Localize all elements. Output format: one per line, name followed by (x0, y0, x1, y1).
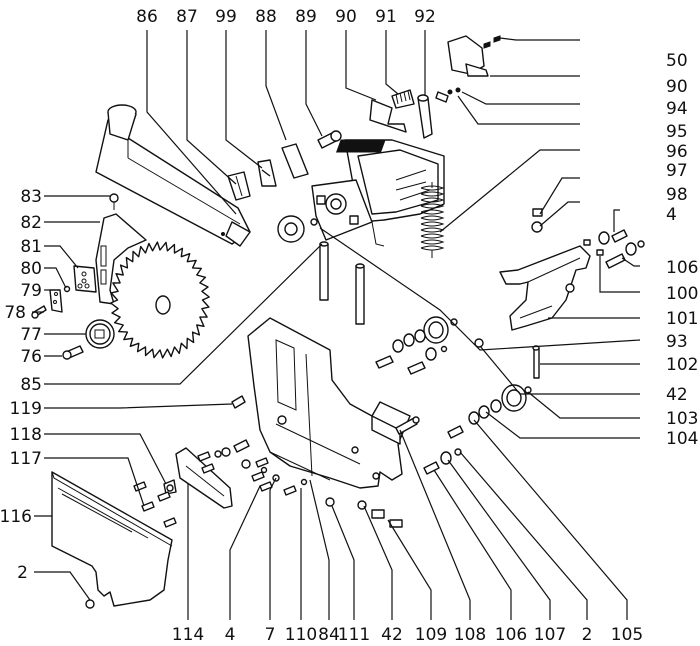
guide-rods[interactable] (319, 241, 365, 325)
callout-42-right: 42 (666, 385, 688, 405)
callout-42-bottom: 42 (381, 625, 403, 645)
callout-107: 107 (534, 625, 566, 645)
labels-bottom: 114 4 7 110 84 111 42 109 108 106 107 2 … (172, 625, 643, 645)
callout-88: 88 (255, 7, 277, 27)
callout-119: 119 (10, 399, 42, 419)
bracket-87[interactable] (227, 171, 251, 201)
clip-118[interactable] (163, 479, 177, 495)
callout-95: 95 (666, 122, 688, 142)
callout-87: 87 (176, 7, 198, 27)
bolt-83[interactable] (109, 193, 119, 210)
callout-114: 114 (172, 625, 204, 645)
callout-108: 108 (454, 625, 486, 645)
callout-104: 104 (666, 429, 698, 449)
lower-cover-116[interactable] (51, 471, 173, 607)
bolt-76[interactable] (62, 345, 84, 360)
callout-106-right: 106 (666, 258, 698, 278)
callout-93: 93 (666, 332, 688, 352)
mount-88[interactable] (281, 143, 309, 179)
terminal-91[interactable] (391, 89, 415, 109)
callout-77: 77 (20, 325, 42, 345)
callout-2-bottom: 2 (582, 625, 593, 645)
pivot-bracket-101[interactable] (499, 245, 591, 331)
flange-77[interactable] (85, 319, 115, 349)
callout-116: 116 (0, 507, 32, 527)
callout-109: 109 (415, 625, 447, 645)
nut-2-left[interactable] (85, 599, 95, 609)
callout-86: 86 (136, 7, 158, 27)
callout-101: 101 (666, 309, 698, 329)
callout-106-bottom: 106 (495, 625, 527, 645)
washer[interactable] (277, 215, 305, 243)
callout-96: 96 (666, 142, 688, 162)
upper-blade-guard[interactable] (95, 104, 251, 247)
bracket-79[interactable] (49, 289, 63, 313)
pin-102[interactable] (532, 345, 540, 379)
callout-84: 84 (318, 625, 340, 645)
callout-105: 105 (611, 625, 643, 645)
callout-102: 102 (666, 355, 698, 375)
callout-90-right: 90 (666, 77, 688, 97)
callout-100: 100 (666, 284, 698, 304)
riving-knife[interactable] (95, 213, 147, 305)
callout-78: 78 (4, 303, 26, 323)
screw-119[interactable] (231, 395, 246, 409)
pin[interactable] (583, 239, 591, 246)
callout-76: 76 (20, 347, 42, 367)
plate-81[interactable] (73, 265, 97, 293)
switch-housing[interactable] (447, 35, 501, 77)
pulley-upper[interactable] (375, 316, 458, 375)
callout-90-top: 90 (335, 7, 357, 27)
tube-92[interactable] (417, 94, 433, 139)
pin-100[interactable] (596, 249, 604, 256)
bolt-108[interactable] (395, 416, 420, 435)
callout-91: 91 (375, 7, 397, 27)
callout-110: 110 (285, 625, 317, 645)
callout-92: 92 (414, 7, 436, 27)
callout-94: 94 (666, 99, 688, 119)
callout-85: 85 (20, 375, 42, 395)
bolt-89[interactable] (317, 130, 342, 149)
callout-80: 80 (20, 259, 42, 279)
main-housing-frame[interactable] (247, 317, 411, 489)
nut-98[interactable] (531, 221, 543, 233)
callout-82: 82 (20, 213, 42, 233)
spring-clip-99[interactable] (257, 159, 277, 187)
screws-bottom[interactable] (133, 439, 403, 528)
callout-99: 99 (215, 7, 237, 27)
labels-left: 83 82 81 80 79 78 77 76 85 119 118 117 1… (0, 187, 42, 583)
cover-plate-114[interactable] (175, 447, 233, 509)
screws-lower-right[interactable] (423, 425, 464, 475)
callout-2-left: 2 (17, 563, 28, 583)
pulley-lower[interactable] (468, 338, 532, 425)
bolt-4-right[interactable] (598, 229, 628, 245)
callout-7: 7 (265, 625, 276, 645)
nut-97[interactable] (532, 208, 543, 217)
plate-90[interactable] (369, 99, 407, 133)
callout-50: 50 (666, 51, 688, 71)
callout-117: 117 (10, 449, 42, 469)
callout-98: 98 (666, 185, 688, 205)
leader-lines (32, 30, 641, 620)
saw-blade[interactable] (110, 241, 210, 359)
callout-111: 111 (338, 625, 370, 645)
labels-top: 86 87 99 88 89 90 91 92 (136, 7, 436, 27)
callout-4-bottom: 4 (225, 625, 236, 645)
callout-83: 83 (20, 187, 42, 207)
labels-right: 50 90 94 95 96 97 98 4 106 100 101 93 10… (666, 51, 698, 449)
callout-81: 81 (20, 237, 42, 257)
callout-118: 118 (10, 425, 42, 445)
callout-4-right: 4 (666, 205, 677, 225)
callout-103: 103 (666, 409, 698, 429)
motor[interactable] (310, 139, 445, 247)
callout-89: 89 (295, 7, 317, 27)
callout-97: 97 (666, 161, 688, 181)
screws-94-95[interactable] (435, 87, 461, 103)
bolt-106-right[interactable] (605, 240, 645, 269)
callout-79: 79 (20, 281, 42, 301)
